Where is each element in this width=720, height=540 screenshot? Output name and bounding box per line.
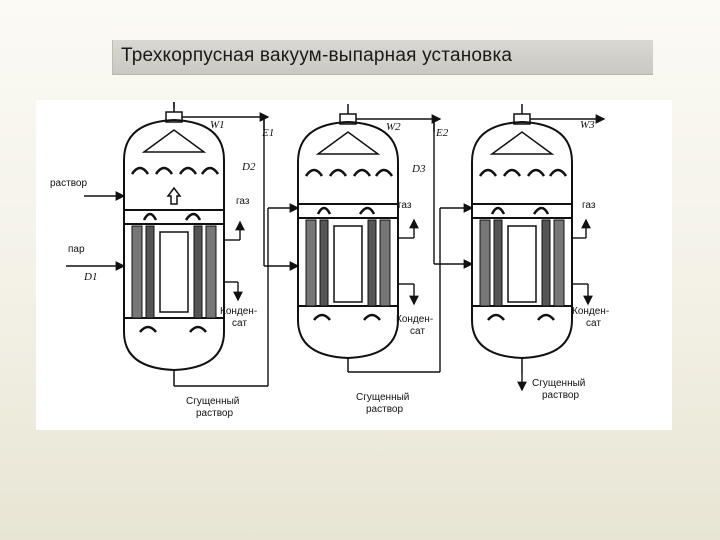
vessel-1 (123, 102, 225, 386)
label-concentrate-1b: раствор (196, 408, 233, 419)
label-concentrate-3b: раствор (542, 390, 579, 401)
label-d2: D2 (241, 161, 256, 173)
label-steam: пар (68, 244, 85, 255)
piping (66, 102, 606, 392)
label-condensate-3b: сат (586, 318, 601, 329)
label-w3: W3 (580, 119, 595, 131)
label-d3: D3 (411, 163, 426, 175)
vessel-2 (297, 104, 399, 372)
vessel-3 (471, 104, 573, 374)
label-condensate-1b: сат (232, 318, 247, 329)
label-w2: W2 (386, 121, 401, 133)
label-condensate-2b: сат (410, 326, 425, 337)
label-concentrate-3a: Сгущенный (532, 378, 585, 389)
label-concentrate-2a: Сгущенный (356, 392, 409, 403)
label-gas-1: газ (236, 196, 250, 207)
label-gas-3: газ (582, 200, 596, 211)
label-e2: E2 (435, 127, 449, 139)
label-solution: раствор (50, 178, 87, 189)
label-w1: W1 (210, 119, 225, 131)
label-gas-2: газ (398, 200, 412, 211)
label-condensate-1a: Конден- (220, 306, 257, 317)
label-condensate-3a: Конден- (572, 306, 609, 317)
evaporator-diagram: раствор пар D1 W1 E1 D2 W2 E2 D3 W3 газ … (36, 100, 672, 430)
label-d1: D1 (83, 271, 97, 283)
label-condensate-2a: Конден- (396, 314, 433, 325)
label-e1: E1 (261, 127, 274, 139)
label-concentrate-1a: Сгущенный (186, 396, 239, 407)
slide-title-bar: Трехкорпусная вакуум-выпарная установка (112, 40, 653, 74)
slide-title: Трехкорпусная вакуум-выпарная установка (121, 45, 513, 66)
label-concentrate-2b: раствор (366, 404, 403, 415)
